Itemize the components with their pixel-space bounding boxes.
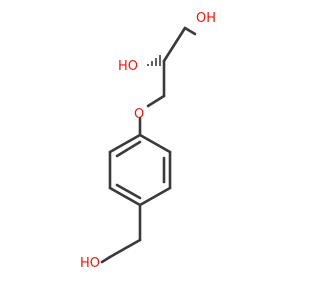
atom-label-oh-top: OH	[196, 11, 216, 26]
ring-bond-1	[138, 133, 172, 154]
bond-ch2-ch2	[108, 238, 142, 259]
ring-bond-4	[108, 186, 142, 207]
ring-double-bond-b	[115, 183, 142, 200]
atom-label-ho-mid: HO	[118, 59, 138, 74]
molecule-structure: OH HO O HO	[80, 11, 216, 271]
atom-label-o-ether: O	[134, 107, 144, 122]
bond-ch2-ho-bottom	[100, 255, 112, 264]
bond-ch2-oh-top	[183, 26, 197, 36]
bond-c3-o-ether	[146, 94, 166, 108]
stereo-hash-bond	[147, 55, 161, 66]
ring-double-bond-c	[115, 140, 142, 158]
ring-bond-3	[138, 186, 172, 207]
atom-label-ho-bottom: HO	[80, 256, 100, 271]
ring-bond-6	[108, 133, 142, 154]
bond-c1-ch2oh	[162, 26, 187, 63]
